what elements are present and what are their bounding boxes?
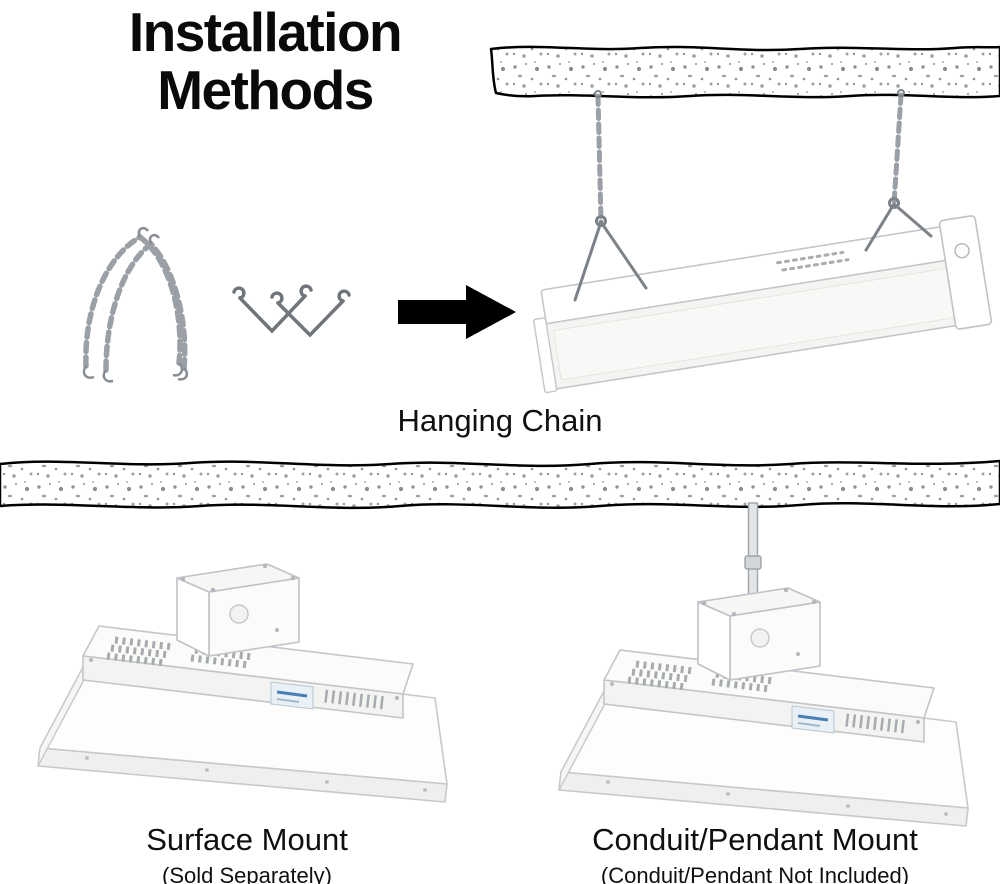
ceiling-top [489, 45, 1000, 99]
surface-mount-caption-group: Surface Mount (Sold Separately) [146, 822, 348, 884]
page-title: Installation Methods [55, 1, 475, 121]
v-hangers [573, 197, 933, 302]
chain-right [891, 92, 904, 207]
hanging-chain-caption: Hanging Chain [397, 403, 603, 438]
pendant-mount-note: (Conduit/Pendant Not Included) [600, 863, 910, 884]
end-cap-knockout [954, 242, 970, 259]
v-hanger-right [864, 202, 933, 252]
ceiling-middle [0, 459, 1000, 510]
hanging-chain-kit-icon [82, 226, 189, 383]
title-line-2: Methods [157, 58, 374, 121]
vent-holes [776, 250, 850, 272]
ceiling-hook-left [594, 90, 602, 98]
pendant-mount-caption: Conduit/Pendant Mount [592, 822, 918, 857]
surface-mount-fixture [38, 564, 447, 802]
v-hanger-left [573, 220, 648, 302]
surface-mount-caption: Surface Mount [146, 822, 348, 857]
surface-mount-note: (Sold Separately) [162, 863, 332, 884]
rod-coupler [744, 555, 762, 570]
conduit-rod [744, 502, 762, 599]
chain-left [595, 93, 604, 225]
title-line-1: Installation [128, 1, 403, 63]
arrow-right-icon [398, 285, 516, 339]
hanging-fixture [533, 215, 993, 394]
pendant-mount-fixture [559, 588, 968, 826]
ceiling-hook-right [897, 89, 905, 97]
fixture-end-cap-right [938, 215, 993, 330]
fixture-end-cap-left [533, 317, 558, 394]
hanging-chains [595, 92, 904, 225]
pendant-mount-caption-group: Conduit/Pendant Mount (Conduit/Pendant N… [592, 822, 918, 884]
v-hook-icon [232, 284, 351, 338]
